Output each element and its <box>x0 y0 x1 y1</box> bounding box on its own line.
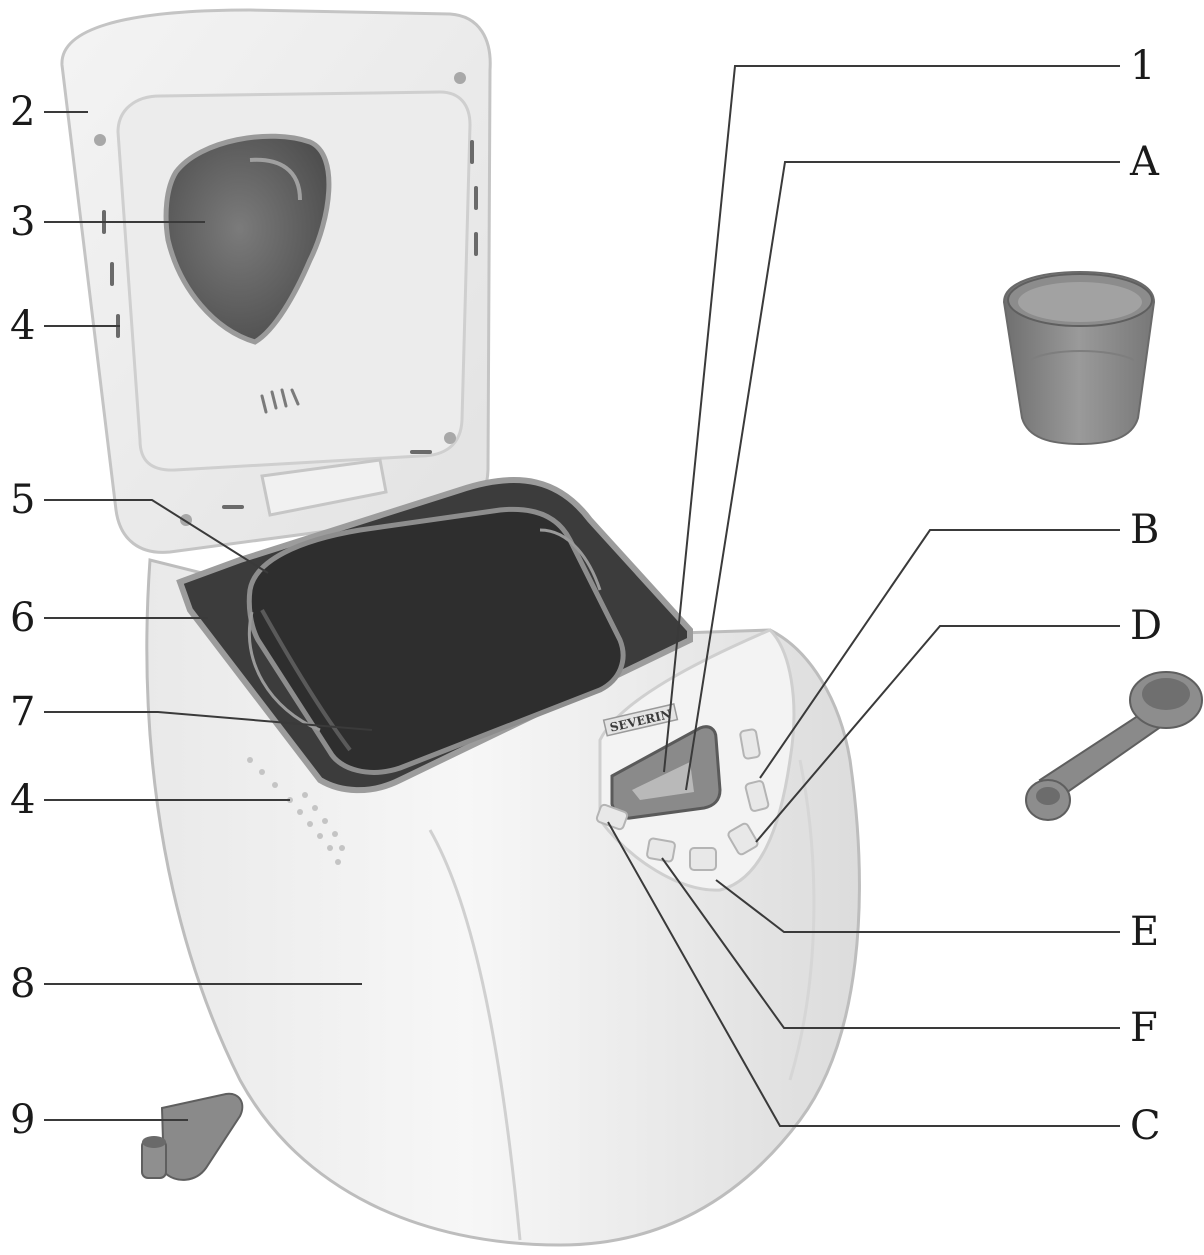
label-7: 7 <box>10 689 36 735</box>
label-A: A <box>1130 139 1159 185</box>
label-F: F <box>1130 1005 1158 1051</box>
label-3: 3 <box>10 199 36 245</box>
label-E: E <box>1130 909 1160 955</box>
measuring-spoon <box>1025 671 1203 821</box>
label-C: C <box>1130 1103 1161 1149</box>
label-6: 6 <box>10 595 36 641</box>
label-2: 2 <box>10 89 36 135</box>
label-D: D <box>1130 603 1163 649</box>
measuring-cup <box>1002 270 1156 446</box>
side-vent <box>247 757 345 865</box>
label-5: 5 <box>10 477 36 523</box>
leader-lines-left <box>44 111 373 1121</box>
kneading-paddle <box>141 1092 244 1181</box>
label-9: 9 <box>10 1097 36 1143</box>
label-4-top: 4 <box>10 303 36 349</box>
label-1: 1 <box>1130 43 1156 89</box>
baking-chamber <box>176 477 693 794</box>
label-8: 8 <box>10 961 36 1007</box>
label-4-bottom: 4 <box>10 777 36 823</box>
label-B: B <box>1130 507 1160 553</box>
leader-lines-right <box>607 65 1120 1127</box>
open-lid <box>60 8 492 554</box>
